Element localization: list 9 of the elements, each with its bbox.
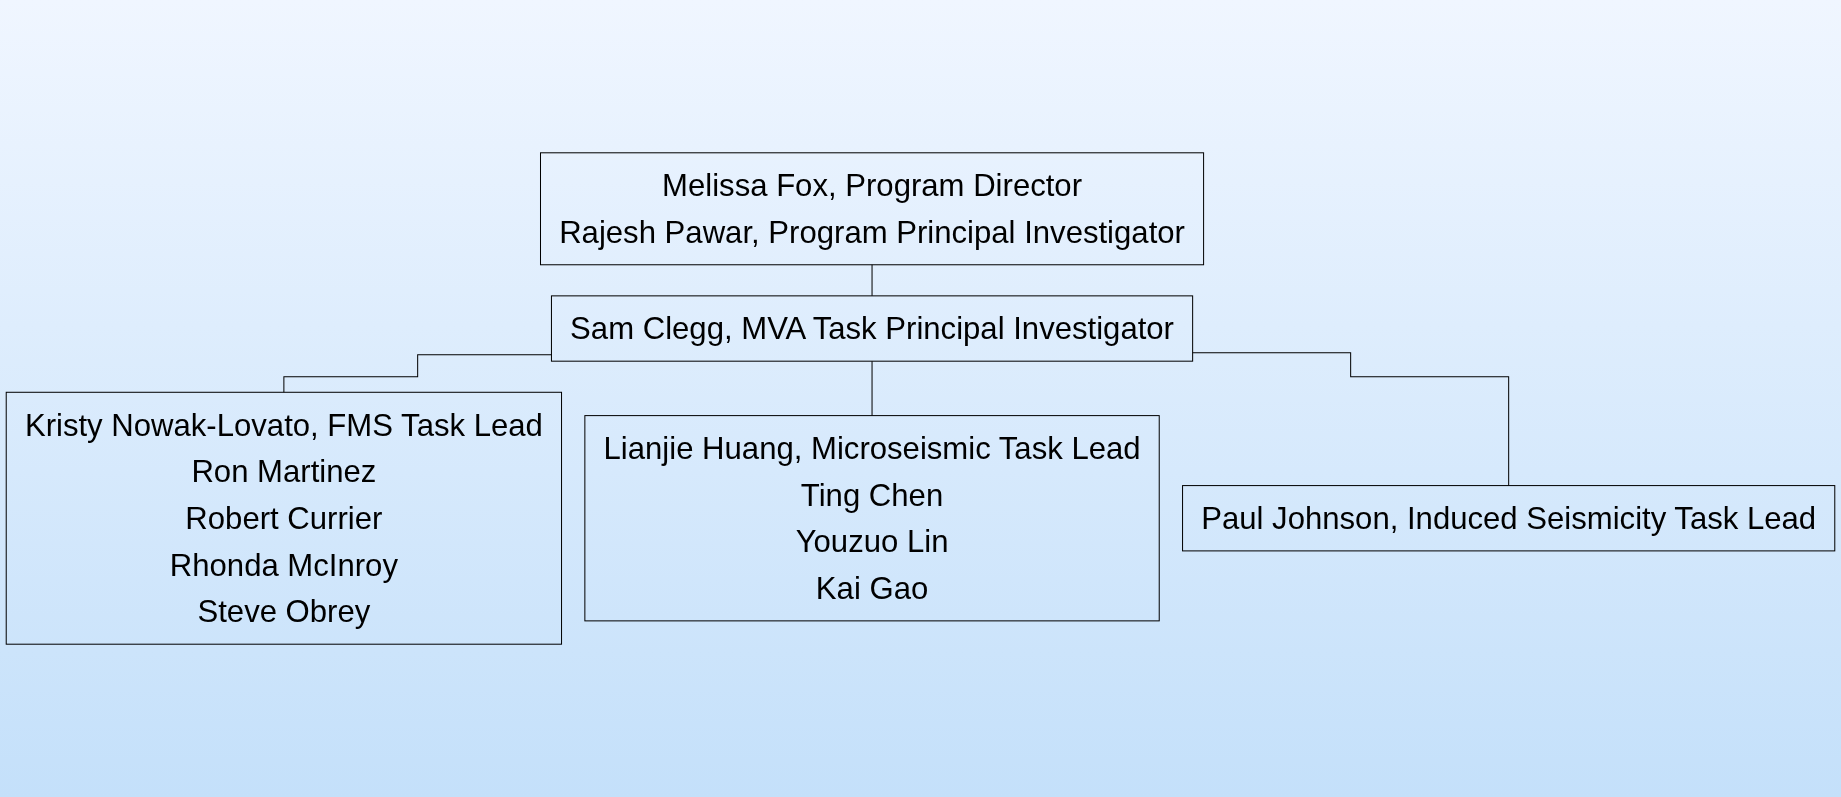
node-box: Kristy Nowak-Lovato, FMS Task Lead Ron Martinez Robert Currier Rhonda McInroy Steve Obrey <box>5 391 563 645</box>
node-box: Lianjie Huang, Microseismic Task Lead Ting Chen Youzuo Lin Kai Gao <box>584 415 1160 622</box>
node-box: Paul Johnson, Induced Seismicity Task Lead <box>1182 485 1836 552</box>
connector <box>871 360 873 417</box>
node-box: Sam Clegg, MVA Task Principal Investigator <box>550 295 1194 362</box>
connector <box>1192 352 1510 487</box>
connector <box>283 354 552 393</box>
connector <box>871 264 873 297</box>
node-box: Melissa Fox, Program Director Rajesh Pawar, Program Principal Investigator <box>540 152 1205 266</box>
